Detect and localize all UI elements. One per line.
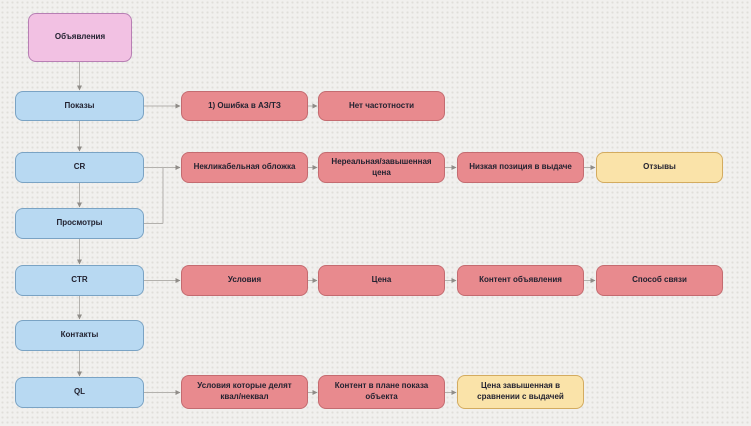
node-label: Объявления: [54, 32, 106, 42]
node-label: CTR: [71, 275, 88, 285]
node-label: Условия которые делят квал/неквал: [197, 381, 292, 401]
node-label: Показы: [64, 100, 95, 110]
node-label: Цена: [371, 275, 392, 285]
node-nerealnaya-cena[interactable]: Нереальная/завышенная цена: [318, 152, 445, 183]
node-label: Контент объявления: [479, 275, 562, 285]
node-label: Некликабельная обложка: [193, 162, 296, 172]
node-label: QL: [73, 387, 86, 397]
node-pokazy[interactable]: Показы: [15, 91, 144, 121]
node-label: Низкая позиция в выдаче: [469, 162, 572, 172]
node-net-chastotnosti[interactable]: Нет частотности: [318, 91, 445, 121]
node-label: 1) Ошибка в АЗ/ТЗ: [208, 100, 281, 110]
node-label: Нереальная/завышенная цена: [331, 156, 432, 177]
node-kontent-pokaza-obekta[interactable]: Контент в плане показа объекта: [318, 375, 445, 409]
node-tsena-zavyshennaya[interactable]: Цена завышенная в сравнении с выдачей: [457, 375, 584, 409]
node-label: Способ связи: [632, 275, 687, 285]
node-kontent-obyavleniya[interactable]: Контент объявления: [457, 265, 584, 296]
node-label: Контент в плане показа объекта: [334, 381, 429, 401]
node-usloviya[interactable]: Условия: [181, 265, 308, 296]
node-sposob-svyazi[interactable]: Способ связи: [596, 265, 723, 296]
node-kontakty[interactable]: Контакты: [15, 320, 144, 351]
node-label: Отзывы: [643, 162, 676, 172]
node-nizkaya-pozitsiya[interactable]: Низкая позиция в выдаче: [457, 152, 584, 183]
node-label: Нет частотности: [348, 100, 415, 110]
node-label: CR: [73, 162, 86, 172]
node-cr[interactable]: CR: [15, 152, 144, 183]
node-usloviya-kval-nekval[interactable]: Условия которые делят квал/неквал: [181, 375, 308, 409]
node-neklikabelnaya-oblozhka[interactable]: Некликабельная обложка: [181, 152, 308, 183]
node-obyavleniya[interactable]: Объявления: [28, 13, 132, 62]
node-label: Просмотры: [56, 218, 103, 228]
node-ql[interactable]: QL: [15, 377, 144, 408]
node-label: Условия: [227, 275, 262, 285]
node-prosmotry[interactable]: Просмотры: [15, 208, 144, 239]
node-label: Контакты: [60, 330, 99, 340]
node-label: Цена завышенная в сравнении с выдачей: [477, 381, 564, 401]
node-tsena[interactable]: Цена: [318, 265, 445, 296]
node-otzyvy[interactable]: Отзывы: [596, 152, 723, 183]
node-oshibka-az-tz[interactable]: 1) Ошибка в АЗ/ТЗ: [181, 91, 308, 121]
node-ctr[interactable]: CTR: [15, 265, 144, 296]
